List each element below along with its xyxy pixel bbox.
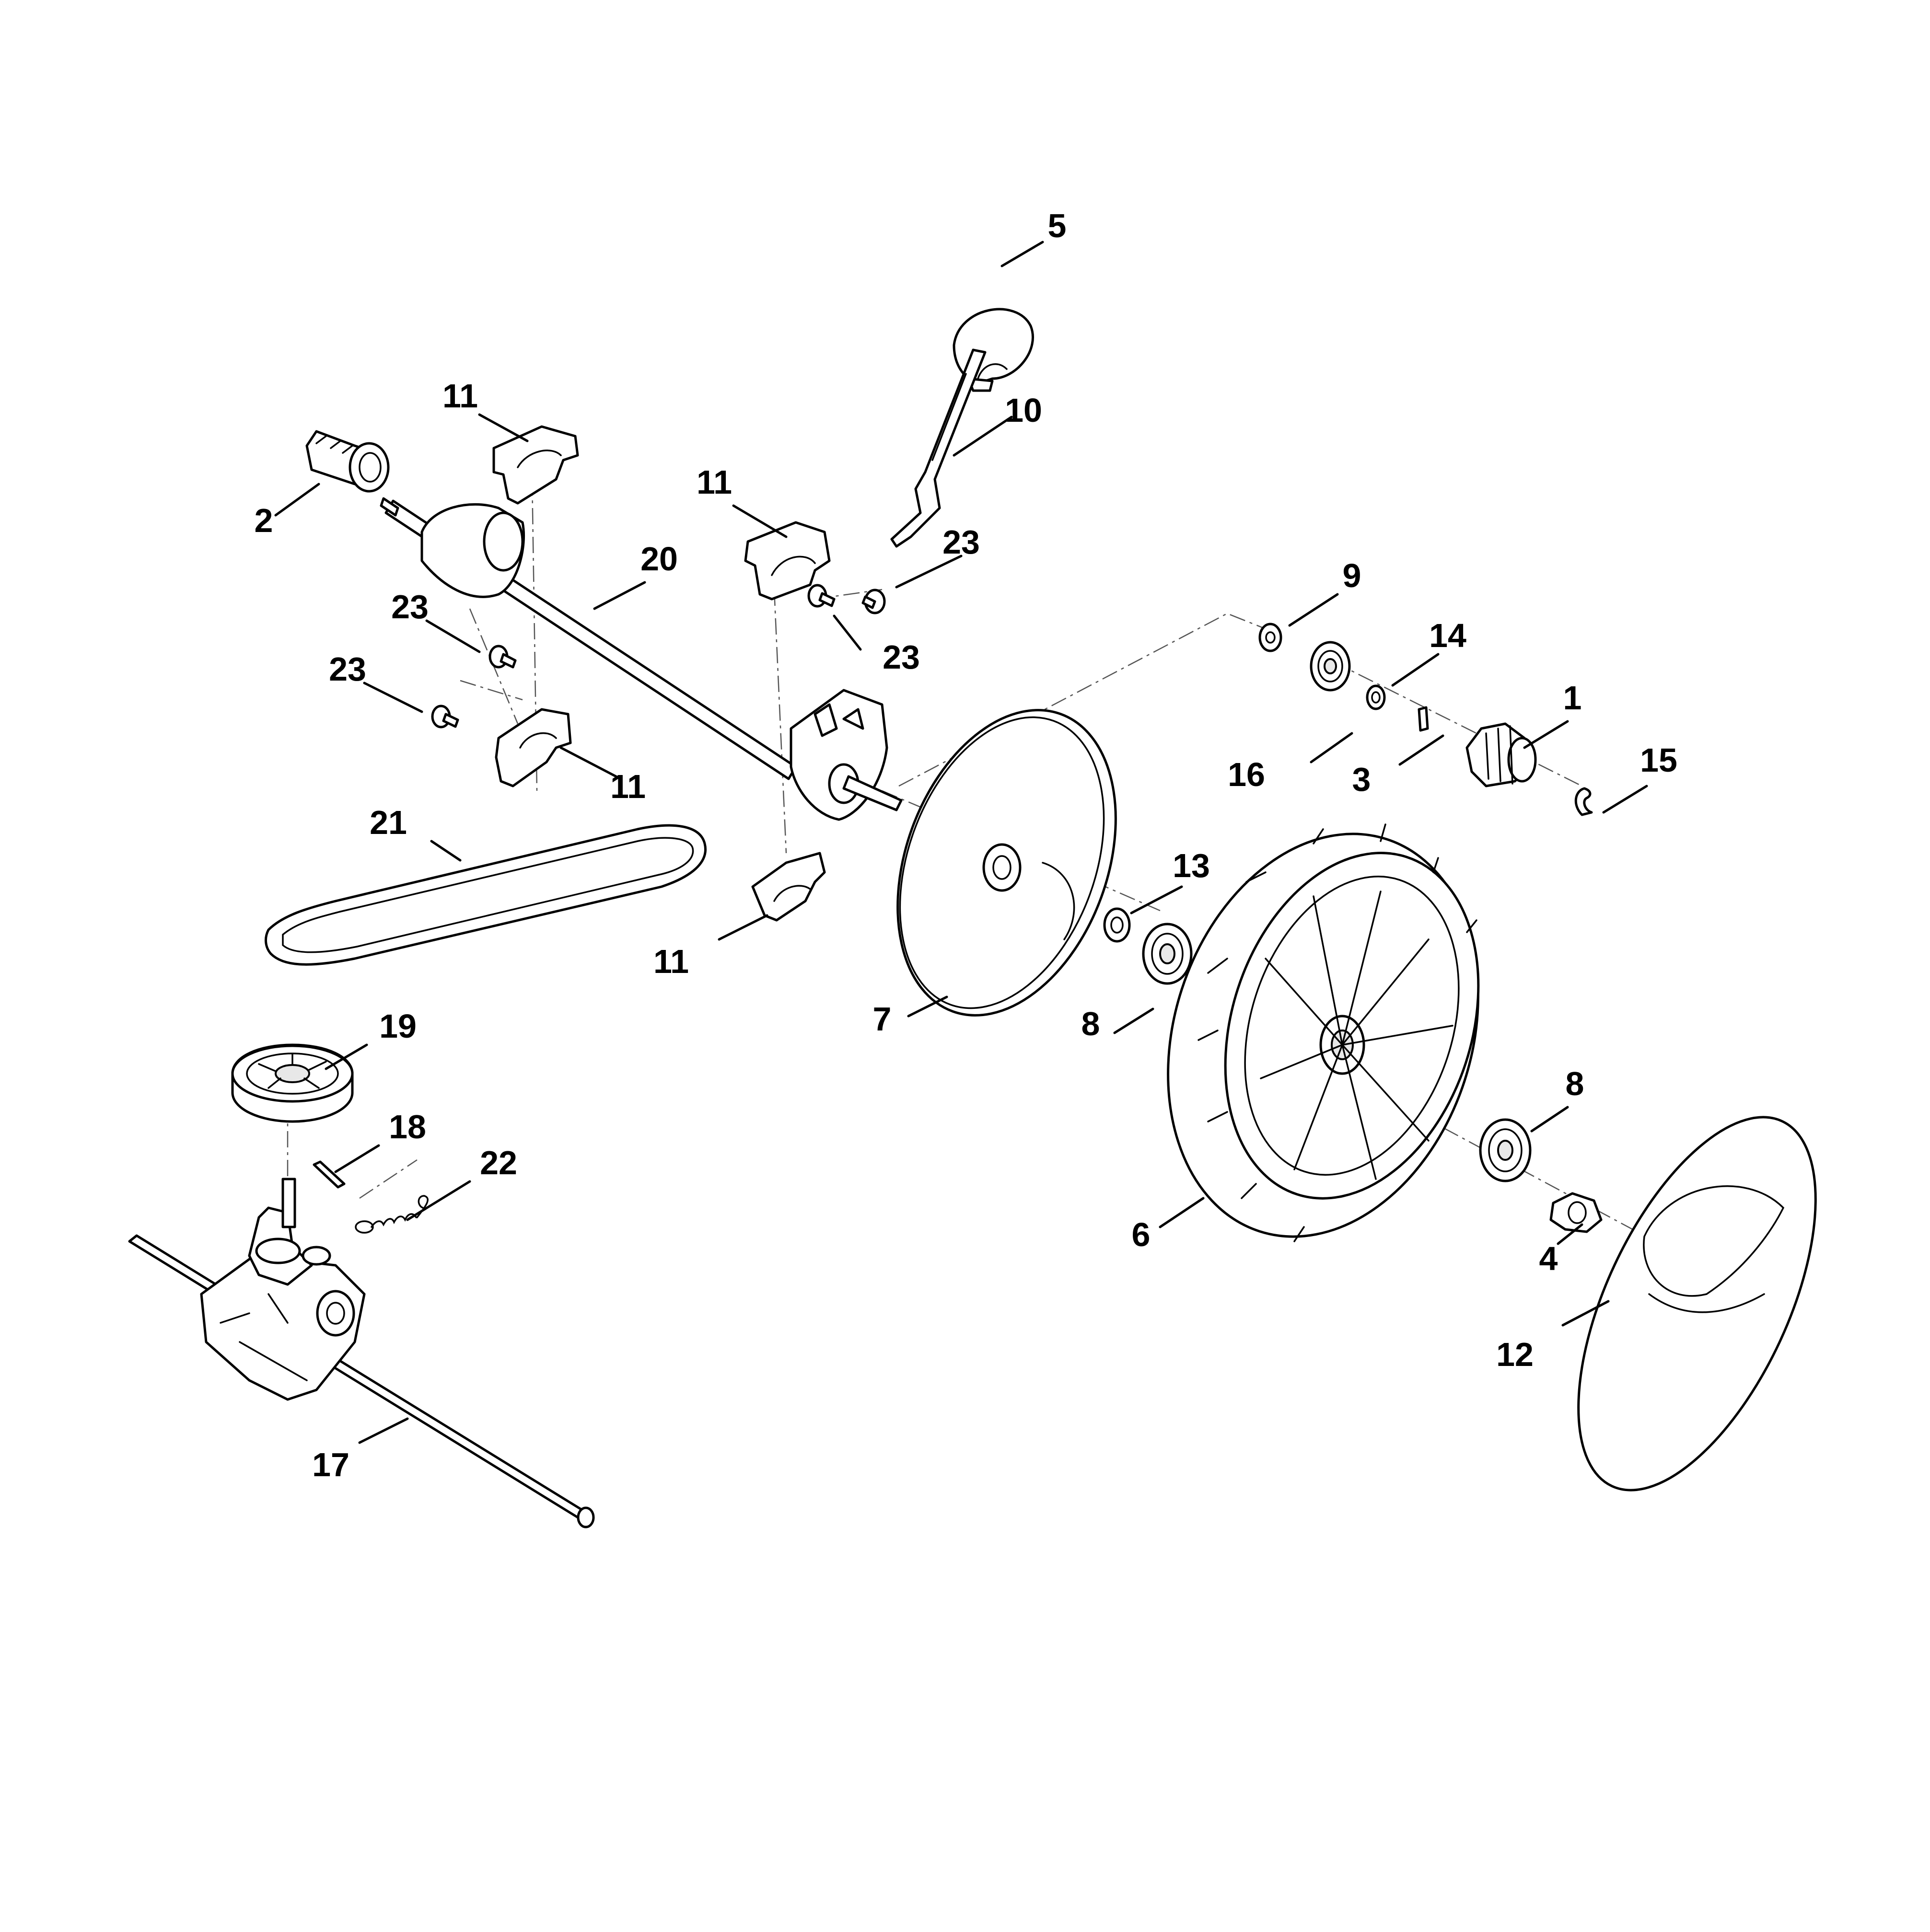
callout-15: 15 [1640, 741, 1677, 779]
part-11-bracket-lower-left [495, 708, 572, 787]
part-4-nut [1549, 1192, 1603, 1233]
part-7-drive-disc [896, 709, 1117, 1017]
part-9-washer [1258, 623, 1282, 652]
callout-13: 13 [1173, 847, 1210, 884]
callout-4: 4 [1539, 1240, 1558, 1277]
callout-18: 18 [389, 1108, 426, 1145]
callout-6: 6 [1132, 1216, 1151, 1253]
part-2-pinion [305, 430, 390, 493]
callout-11: 11 [442, 377, 478, 415]
part-6-wheel [1167, 823, 1480, 1242]
part-10-lever [890, 348, 987, 548]
callout-11c: 11 [610, 768, 646, 805]
callout-1: 1 [1563, 679, 1582, 717]
callout-7: 7 [873, 1000, 892, 1038]
part-1-pinion [1465, 722, 1537, 787]
callout-22: 22 [480, 1144, 517, 1181]
part-12-hub-cap [1577, 1116, 1817, 1492]
part-20-axle-shaft [380, 497, 903, 821]
leader-lines [274, 241, 1648, 1444]
callout-8: 8 [1081, 1005, 1100, 1042]
part-11-bracket-top-left [492, 425, 579, 505]
callout-11d: 11 [653, 943, 689, 980]
callout-3: 3 [1352, 761, 1371, 798]
callout-14: 14 [1429, 617, 1466, 654]
callout-5: 5 [1048, 207, 1067, 244]
part-14-washer [1366, 684, 1386, 710]
callout-19: 19 [379, 1007, 417, 1045]
callout-8b: 8 [1566, 1065, 1584, 1102]
part-21-v-belt [265, 824, 707, 966]
callout-20: 20 [640, 540, 678, 578]
part-11-bracket-top-center [744, 521, 831, 601]
part-16-bearing [1310, 641, 1351, 692]
callout-17: 17 [312, 1446, 349, 1483]
part-17-gearbox-axle [128, 1178, 595, 1528]
callout-labels: 1 2 3 4 5 6 7 8 9 10 11 12 13 14 15 16 1… [255, 207, 1677, 1483]
callout-23d: 23 [883, 638, 920, 676]
part-8-bearing-inner [1142, 923, 1193, 985]
part-8-bearing-outer [1479, 1118, 1532, 1182]
callout-10: 10 [1005, 392, 1042, 429]
callout-23: 23 [942, 523, 980, 561]
callout-12: 12 [1496, 1336, 1534, 1373]
part-19-pulley [231, 1043, 354, 1123]
part-13-washer [1103, 907, 1131, 943]
part-3-key [1418, 706, 1429, 732]
part-11-bracket-lower-center [751, 852, 826, 922]
callout-2: 2 [255, 502, 273, 539]
part-15-e-clip [1574, 787, 1593, 816]
callout-23c: 23 [329, 650, 366, 688]
callout-23b: 23 [391, 588, 429, 625]
callout-11b: 11 [697, 463, 732, 501]
callout-21: 21 [370, 804, 407, 841]
part-18-pin [313, 1160, 346, 1189]
callout-9: 9 [1343, 557, 1361, 594]
part-23-screws [431, 584, 886, 729]
callout-16: 16 [1228, 756, 1265, 793]
